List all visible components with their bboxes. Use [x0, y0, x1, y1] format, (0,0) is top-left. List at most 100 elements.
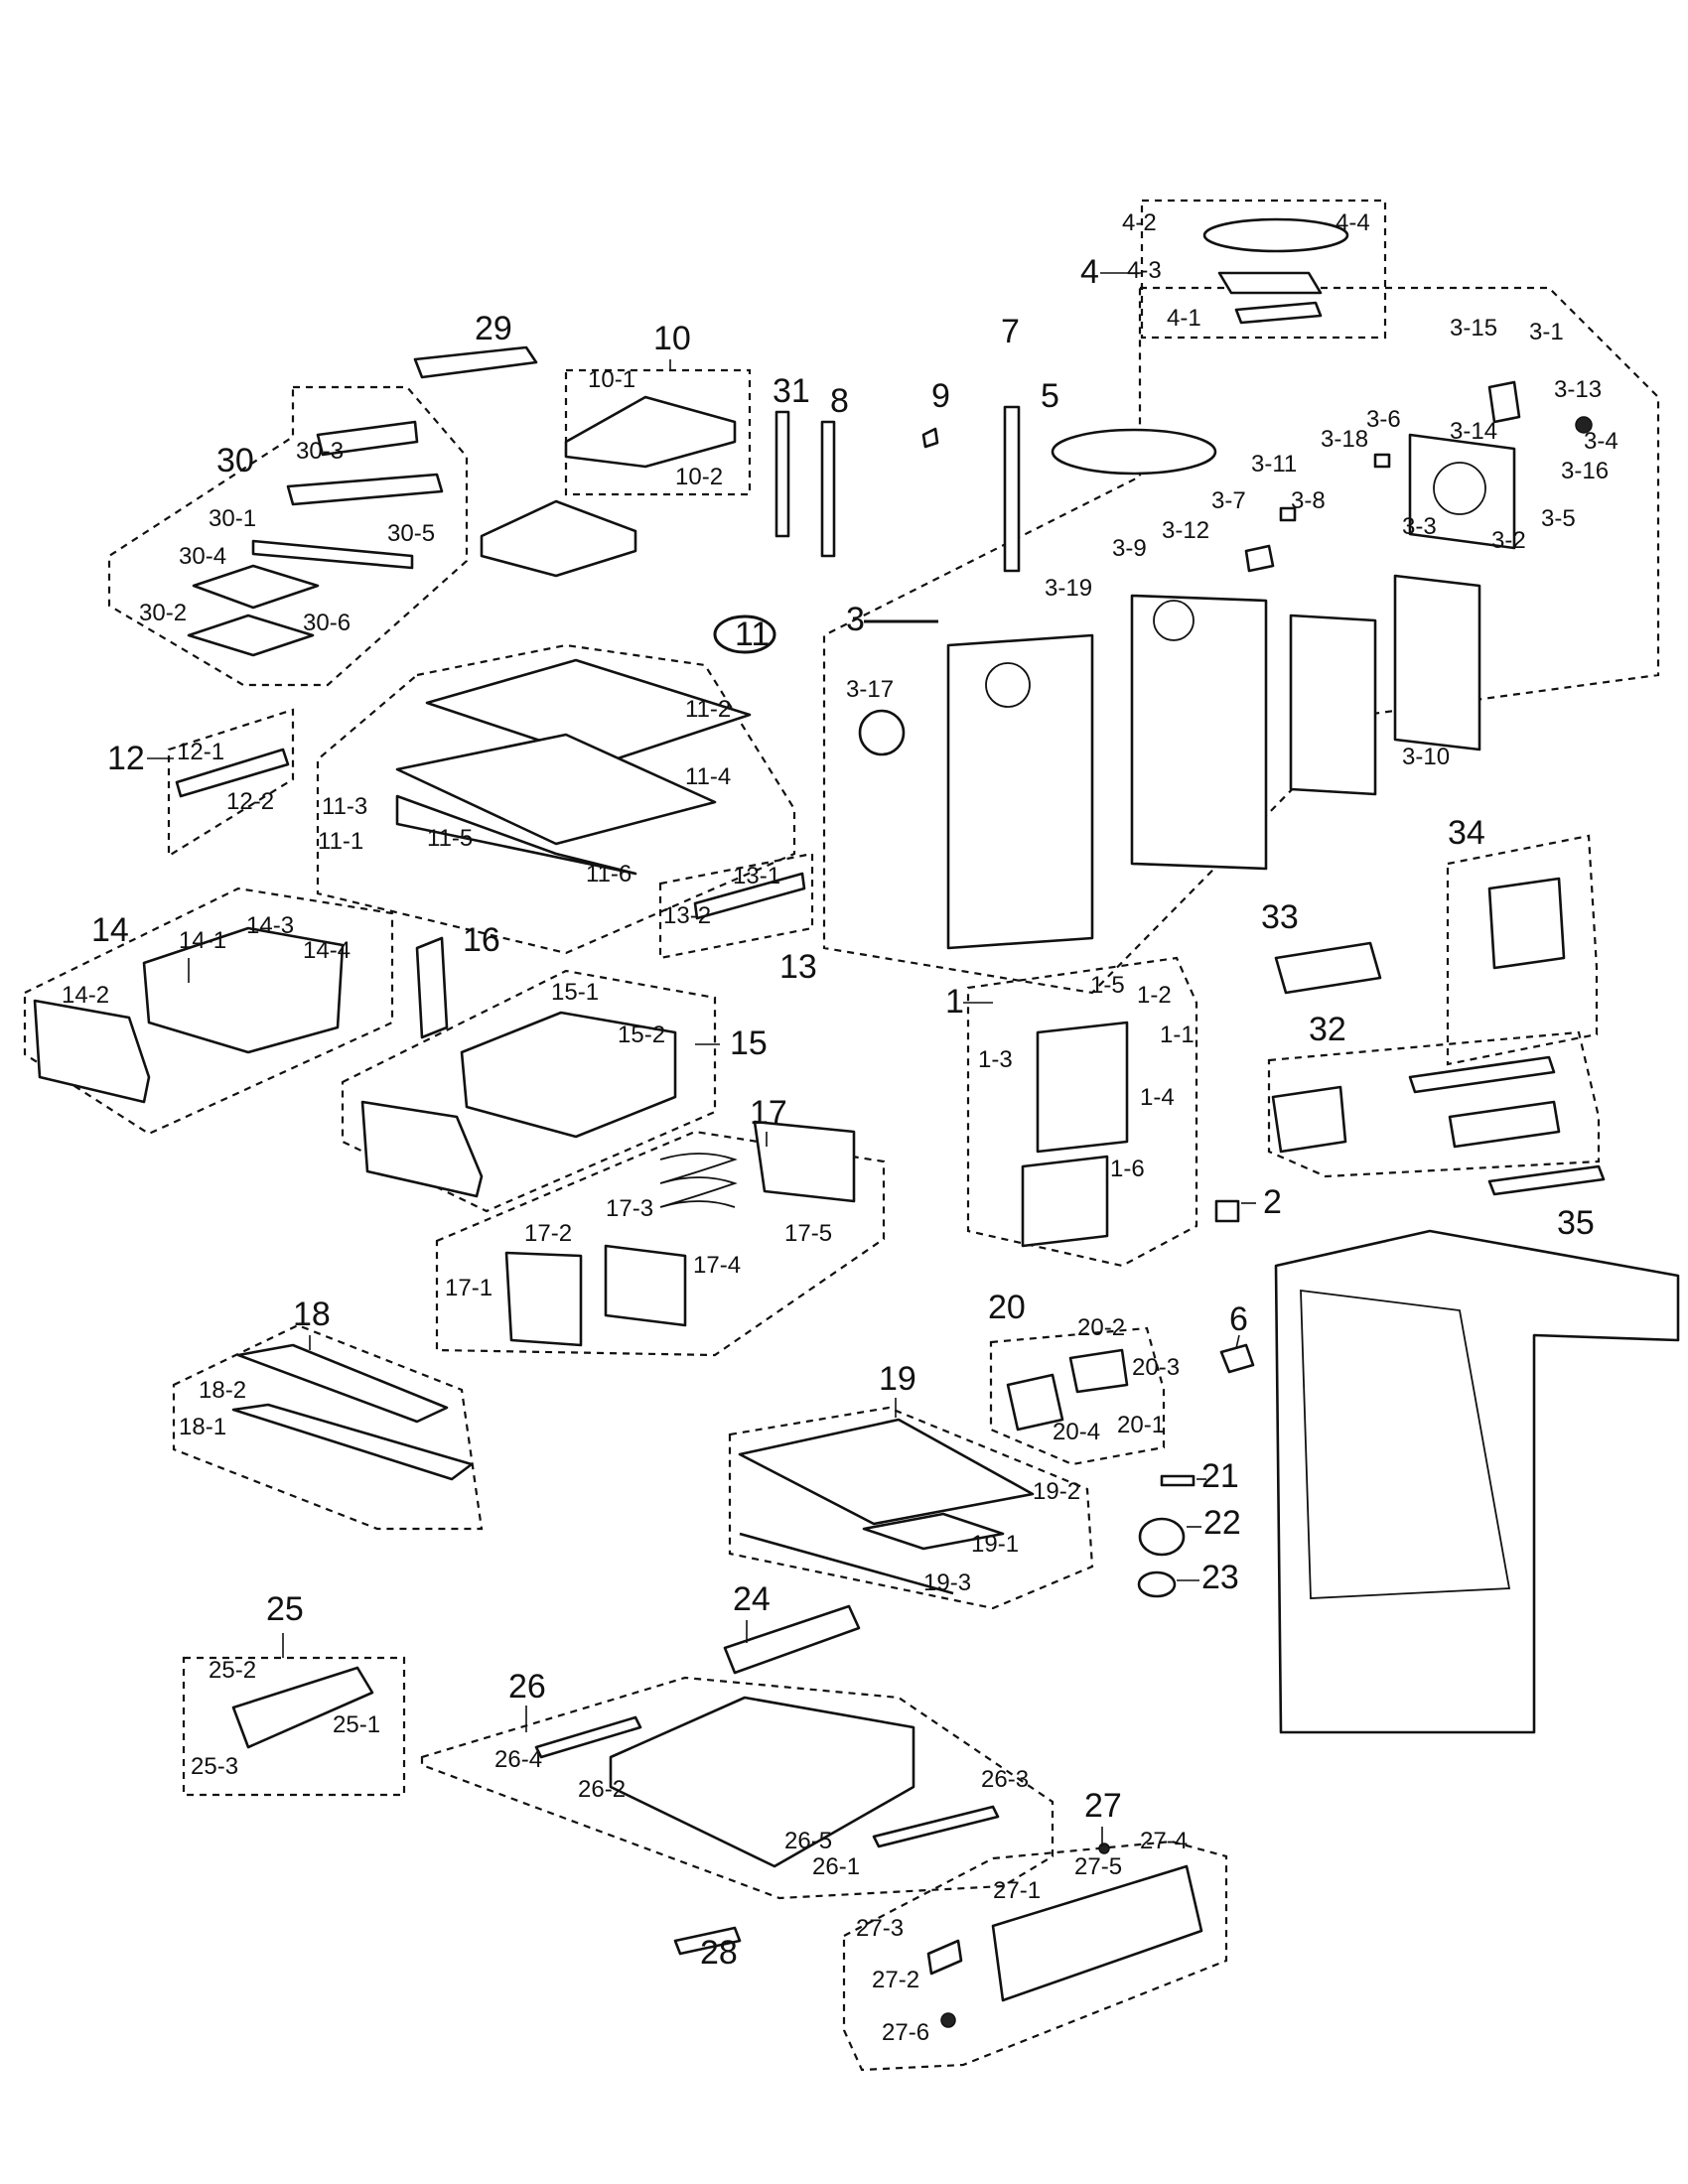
- part-label-13: 13: [779, 948, 817, 986]
- part-label-13-1: 13-1: [733, 863, 780, 889]
- part-10-2: [480, 499, 637, 578]
- part-label-29: 29: [475, 310, 512, 347]
- group-10-outline: [564, 368, 752, 496]
- part-27-body: [991, 1864, 1203, 2002]
- part-3-back-panel: [1393, 574, 1481, 751]
- part-4-2: [1202, 217, 1349, 253]
- part-label-3-1: 3-1: [1529, 319, 1564, 345]
- part-label-11-5: 11-5: [427, 825, 473, 852]
- part-label-9: 9: [931, 377, 950, 415]
- part-label-11-6: 11-6: [586, 861, 632, 887]
- part-18-1: [231, 1403, 474, 1481]
- part-label-3-10: 3-10: [1402, 744, 1450, 770]
- part-3-17: [858, 709, 906, 756]
- part-label-17: 17: [750, 1094, 787, 1132]
- part-33: [1274, 941, 1382, 995]
- part-24: [723, 1604, 861, 1675]
- part-15-box: [460, 1011, 677, 1139]
- part-label-18: 18: [293, 1296, 331, 1333]
- part-3-11: [1279, 506, 1297, 522]
- part-label-27-2: 27-2: [872, 1967, 919, 1993]
- part-12-1: [175, 748, 290, 798]
- part-label-4-2: 4-2: [1122, 209, 1157, 236]
- part-32-auger: [1408, 1055, 1556, 1094]
- part-label-14-2: 14-2: [62, 982, 109, 1009]
- part-14-2: [33, 999, 151, 1104]
- part-19-3: [739, 1532, 954, 1595]
- part-25-2: [231, 1666, 374, 1749]
- part-label-11-1: 11-1: [318, 828, 363, 855]
- part-label-27-1: 27-1: [993, 1877, 1041, 1904]
- part-9: [921, 427, 939, 449]
- part-label-30-6: 30-6: [303, 610, 351, 636]
- part-5: [1051, 428, 1217, 476]
- part-label-35: 35: [1557, 1204, 1595, 1242]
- part-20-3: [1068, 1348, 1129, 1394]
- part-10-1: [564, 395, 737, 469]
- part-label-11-2: 11-2: [685, 696, 731, 723]
- group-27-outline: [842, 1840, 1228, 2072]
- part-32-bin: [1271, 1085, 1347, 1154]
- part-3-fan-motor: [1433, 462, 1486, 515]
- part-label-3-15: 3-15: [1450, 315, 1497, 341]
- group-15-outline: [341, 969, 717, 1213]
- part-30-4: [192, 564, 320, 610]
- group-11-outline: [316, 643, 796, 955]
- part-3-9-opening: [1153, 600, 1195, 641]
- part-label-30-4: 30-4: [179, 543, 226, 570]
- part-label-1-6: 1-6: [1110, 1156, 1145, 1182]
- part-27-4: [1098, 1843, 1110, 1854]
- part-label-4-4: 4-4: [1336, 209, 1370, 236]
- part-label-30-1: 30-1: [209, 505, 256, 532]
- part-17-4: [659, 1153, 738, 1208]
- part-26-2: [609, 1696, 915, 1868]
- part-label-26-4: 26-4: [494, 1746, 542, 1773]
- part-label-20-1: 20-1: [1117, 1412, 1165, 1438]
- part-label-5: 5: [1041, 377, 1059, 415]
- group-25-outline: [182, 1656, 406, 1797]
- part-3-18: [1373, 453, 1391, 469]
- group-17-outline: [435, 1130, 886, 1357]
- part-label-3: 3: [846, 601, 865, 638]
- part-30-5: [286, 473, 444, 506]
- group-12-outline: [167, 708, 295, 858]
- part-label-22: 22: [1203, 1504, 1241, 1542]
- part-label-3-3: 3-3: [1402, 513, 1437, 540]
- group-26-outline: [420, 1676, 1055, 1900]
- part-label-3-12: 3-12: [1162, 517, 1209, 544]
- group-20-outline: [989, 1326, 1166, 1466]
- part-28: [673, 1926, 742, 1956]
- part-label-3-6: 3-6: [1366, 406, 1401, 433]
- part-label-3-19: 3-19: [1045, 575, 1092, 602]
- part-label-27-5: 27-5: [1074, 1853, 1122, 1880]
- part-label-10-1: 10-1: [588, 366, 635, 393]
- part-label-27: 27: [1084, 1787, 1122, 1825]
- part-label-1-4: 1-4: [1140, 1084, 1175, 1111]
- part-label-7: 7: [1001, 313, 1020, 350]
- part-label-15: 15: [730, 1024, 768, 1062]
- part-34: [1487, 877, 1566, 970]
- part-27-2: [926, 1939, 963, 1976]
- leader-lines: [147, 272, 1256, 1846]
- part-label-25: 25: [266, 1590, 304, 1628]
- part-label-12: 12: [107, 740, 145, 777]
- part-label-27-3: 27-3: [856, 1915, 904, 1942]
- part-label-17-2: 17-2: [524, 1220, 572, 1247]
- part-label-25-1: 25-1: [333, 1711, 380, 1738]
- part-label-21: 21: [1201, 1457, 1239, 1495]
- part-label-11-3: 11-3: [322, 793, 367, 820]
- part-label-3-17: 3-17: [846, 676, 894, 703]
- part-label-3-11: 3-11: [1251, 451, 1297, 478]
- part-label-34: 34: [1448, 814, 1485, 852]
- parts: [33, 217, 1680, 2028]
- part-label-15-2: 15-2: [618, 1022, 665, 1048]
- part-21: [1160, 1474, 1196, 1487]
- part-label-3-7: 3-7: [1211, 487, 1246, 514]
- part-label-14-3: 14-3: [246, 912, 294, 939]
- part-cabinet-front: [1300, 1289, 1511, 1599]
- part-8: [820, 420, 836, 558]
- part-1-4: [1036, 1021, 1129, 1154]
- part-17-5: [753, 1120, 856, 1203]
- part-11-front: [395, 794, 637, 876]
